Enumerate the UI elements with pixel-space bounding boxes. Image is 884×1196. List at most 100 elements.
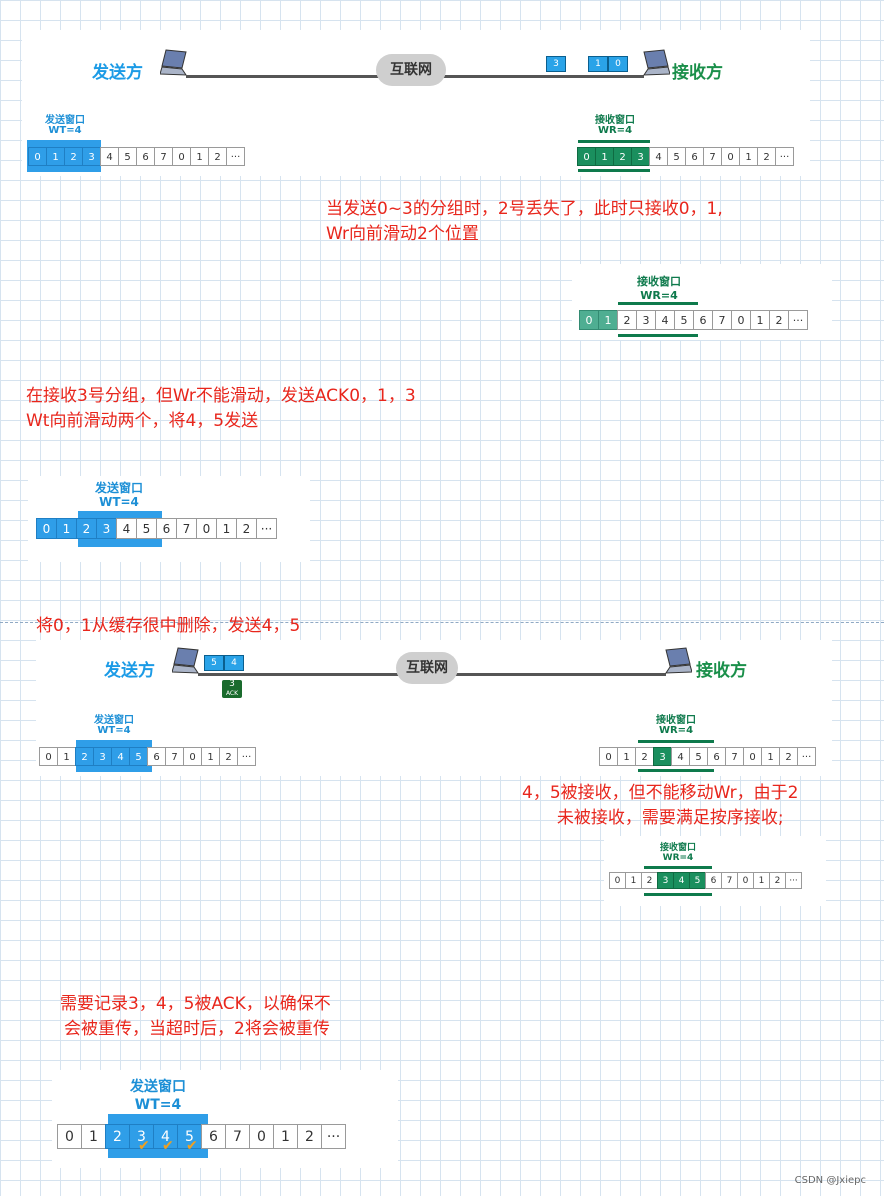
seq-cell: 7 [725, 747, 744, 766]
seq-cell: ··· [237, 747, 256, 766]
seq-cell: 2 [769, 872, 786, 889]
seq-cell: 1 [56, 518, 77, 539]
receiver-laptop-icon-2 [665, 647, 692, 674]
annotation-1: 当发送0~3的分组时，2号丢失了，此时只接收0，1, Wr向前滑动2个位置 [326, 197, 723, 247]
annotation-2: 在接收3号分组，但Wr不能滑动，发送ACK0，1，3 Wt向前滑动两个，将4，5… [26, 384, 416, 434]
seq-cell: 0 [731, 310, 751, 330]
seq-cell: 1 [216, 518, 237, 539]
seq-cell: 2 [757, 147, 776, 166]
seq-cell: 2 [769, 310, 789, 330]
ack-check-icon: ✔ [186, 1138, 198, 1154]
seq-cell: 4 [649, 147, 668, 166]
seq-cell: 6 [147, 747, 166, 766]
seq-cell: 0 [599, 747, 618, 766]
annotation-5-line1: 需要记录3，4，5被ACK，以确保不 [60, 994, 331, 1014]
recv-window-title: 接收窗口 [595, 115, 635, 126]
seq-cell: 0 [28, 147, 47, 166]
sender-laptop-icon [160, 49, 187, 76]
seq-cell: 4 [116, 518, 137, 539]
wt-label: WT=4 [48, 125, 82, 136]
send-window-title: 发送窗口 [45, 115, 85, 126]
seq-cell: 6 [136, 147, 155, 166]
ack-check-icon: ✔ [138, 1138, 150, 1154]
seq-cell: 5 [136, 518, 157, 539]
seq-cell: 6 [707, 747, 726, 766]
receiver-label: 接收方 [672, 63, 723, 83]
seq-cell: 7 [721, 872, 738, 889]
seq-cell: 2 [236, 518, 257, 539]
seq-cell: 0 [172, 147, 191, 166]
seq-cell: 2 [75, 747, 94, 766]
seq-cell: 4 [655, 310, 675, 330]
packet-4: 4 [224, 655, 244, 671]
seq-cell: 5 [674, 310, 694, 330]
seq-cell: 5 [689, 747, 708, 766]
seq-cell: 7 [225, 1124, 250, 1149]
recv-window-5 [644, 866, 712, 896]
wr-label: WR=4 [597, 125, 633, 136]
seq-cell: ··· [788, 310, 808, 330]
seq-cell: 7 [154, 147, 173, 166]
annotation-2-line2: Wt向前滑动两个，将4，5发送 [26, 411, 259, 431]
seq-cell: ··· [321, 1124, 346, 1149]
seq-cell: 0 [609, 872, 626, 889]
seq-cell: 2 [297, 1124, 322, 1149]
wr-label-5: WR=4 [662, 853, 694, 863]
seq-cell: 2 [641, 872, 658, 889]
seq-cell: 0 [579, 310, 599, 330]
recv-window-4 [638, 740, 714, 772]
recv-window [578, 140, 650, 172]
seq-cell: 3 [96, 518, 117, 539]
section-divider [0, 622, 884, 623]
receiver-laptop-icon [643, 49, 670, 76]
wt-label-3: WT=4 [99, 495, 139, 509]
packet-3: 3 [546, 56, 566, 72]
annotation-4-line2: 未被接收，需要满足按序接收; [556, 808, 784, 828]
receiver-label-2: 接收方 [696, 661, 747, 681]
seq-cell: 6 [201, 1124, 226, 1149]
annotation-4: 4，5被接收，但不能移动Wr，由于2 未被接收，需要满足按序接收; [522, 781, 798, 831]
seq-cell: 0 [577, 147, 596, 166]
seq-cell: 5 [667, 147, 686, 166]
annotation-5: 需要记录3，4，5被ACK，以确保不 会被重传，当超时后，2将会被重传 [60, 992, 331, 1042]
seq-cell: ··· [785, 872, 802, 889]
seq-cell: 2 [76, 518, 97, 539]
internet-cloud-2: 互联网 [396, 652, 458, 684]
seq-cell: 1 [625, 872, 642, 889]
seq-cell: 7 [176, 518, 197, 539]
ack-packet-text: ACK [225, 690, 239, 697]
send-window-title-4: 发送窗口 [94, 715, 134, 726]
seq-cell: 1 [598, 310, 618, 330]
annotation-2-line1: 在接收3号分组，但Wr不能滑动，发送ACK0，1，3 [26, 386, 416, 406]
watermark: CSDN @Jxiepc [794, 1175, 866, 1186]
seq-cell: ··· [797, 747, 816, 766]
seq-cell: 0 [39, 747, 58, 766]
seq-cell: 2 [617, 310, 637, 330]
seq-cell: 2 [64, 147, 83, 166]
seq-cell: 6 [705, 872, 722, 889]
seq-cell: 1 [739, 147, 758, 166]
annotation-4-line1: 4，5被接收，但不能移动Wr，由于2 [522, 783, 799, 803]
seq-cell: 0 [57, 1124, 82, 1149]
seq-cell: 0 [36, 518, 57, 539]
send-window-title-6: 发送窗口 [130, 1079, 186, 1095]
seq-cell: ··· [226, 147, 245, 166]
seq-cell: 6 [156, 518, 177, 539]
seq-cell: 0 [737, 872, 754, 889]
seq-cell: 2 [219, 747, 238, 766]
seq-cell: 3 [93, 747, 112, 766]
wr-label-2: WR=4 [640, 289, 678, 302]
internet-label: 互联网 [390, 62, 432, 78]
seq-cell: 0 [196, 518, 217, 539]
wt-label-6: WT=4 [134, 1097, 182, 1113]
seq-cell: 0 [721, 147, 740, 166]
seq-cell: 1 [57, 747, 76, 766]
internet-cloud: 互联网 [376, 54, 446, 86]
sender-laptop-icon-2 [172, 647, 199, 674]
recv-window-title-4: 接收窗口 [656, 715, 696, 726]
seq-cell: 3 [657, 872, 674, 889]
